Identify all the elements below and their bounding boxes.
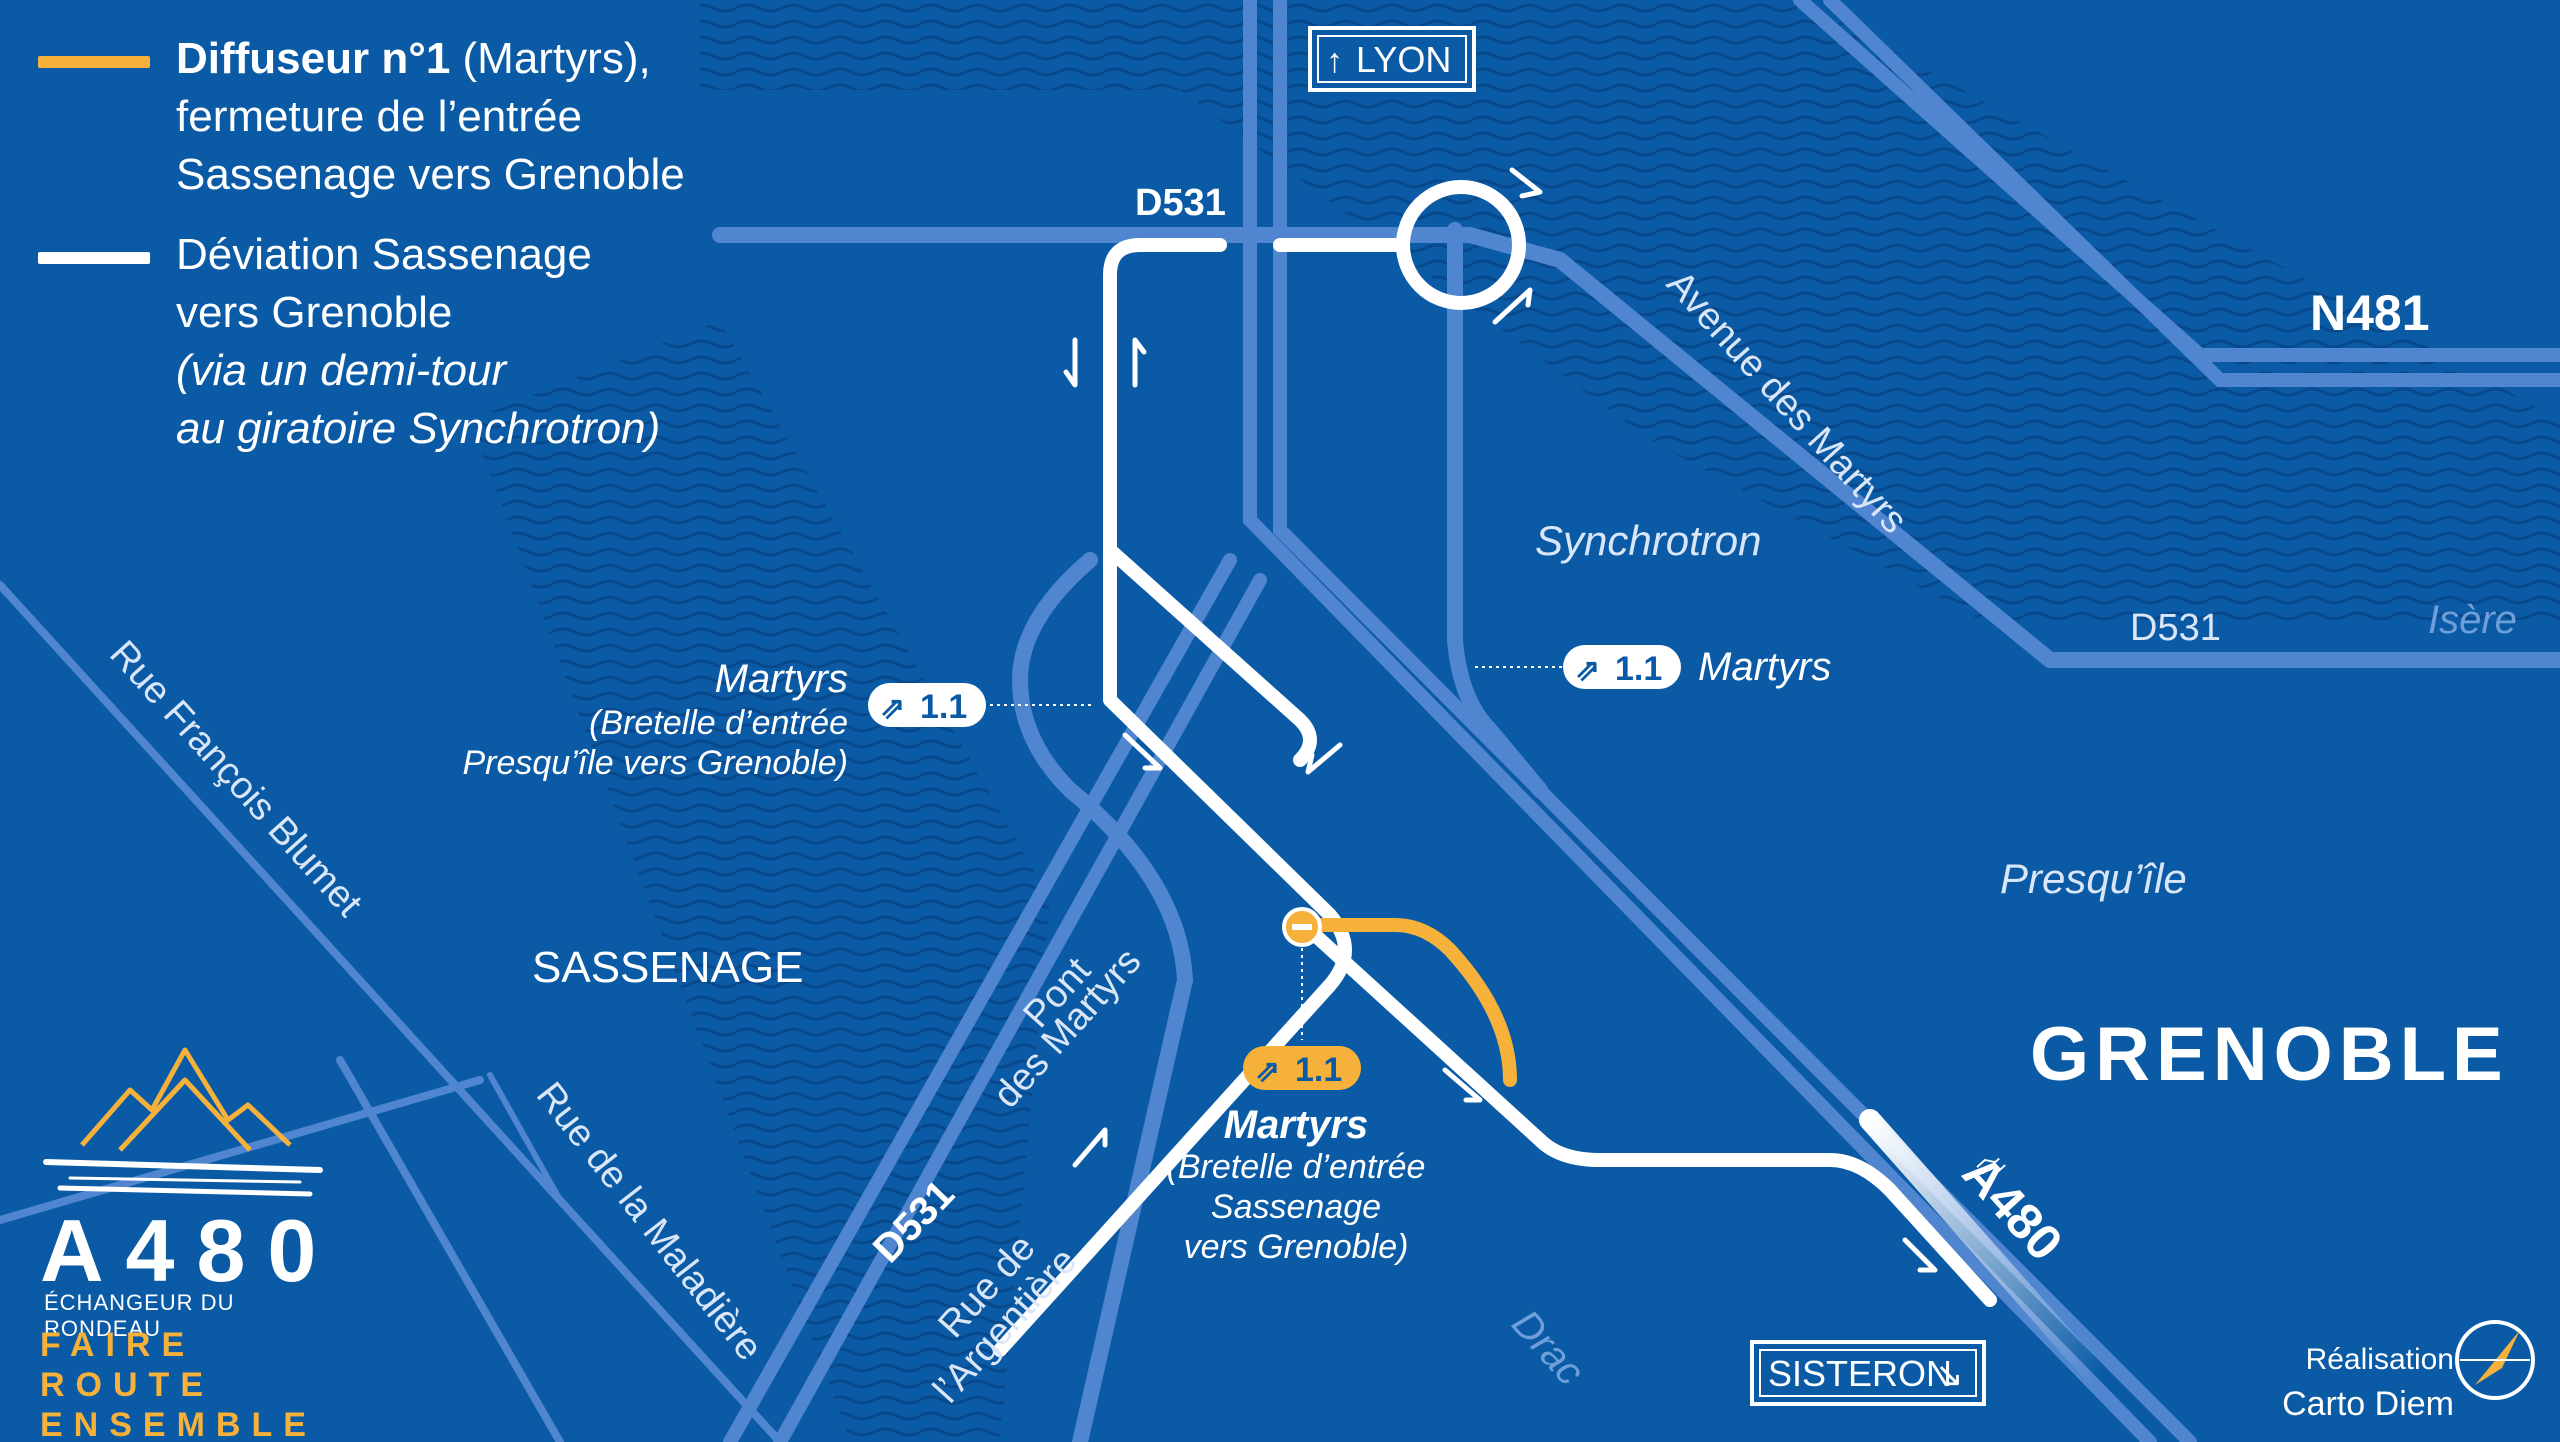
legend-closure-rest: (Martyrs), bbox=[450, 34, 651, 83]
exit-center-line2: (Bretelle d’entrée bbox=[1167, 1148, 1426, 1186]
legend: Diffuseur n°1 (Martyrs), fermeture de l’… bbox=[38, 30, 685, 480]
legend-swatch-white bbox=[38, 252, 150, 264]
n481-road bbox=[1793, 0, 2560, 387]
sign-lyon: ↑ LYON bbox=[1308, 26, 1476, 92]
exit-center-line4: vers Grenoble) bbox=[1184, 1228, 1409, 1266]
label-d531-top: D531 bbox=[1135, 182, 1226, 224]
exit-badge-center: ⇗ 1.1 bbox=[1243, 1046, 1361, 1090]
down-right-arrow-icon: ↘ bbox=[1935, 1356, 1964, 1394]
credit-name: Carto Diem bbox=[2282, 1385, 2454, 1423]
exit-center-name: Martyrs bbox=[1224, 1103, 1369, 1147]
exit-badge-right: ⇗ 1.1 bbox=[1563, 645, 1681, 689]
exit-left-line3: Presqu’île vers Grenoble) bbox=[462, 744, 848, 782]
legend-detour-line1: Déviation Sassenage bbox=[176, 230, 592, 279]
exit-number-center: 1.1 bbox=[1295, 1051, 1342, 1089]
svg-text:⇗: ⇗ bbox=[1575, 654, 1600, 687]
legend-swatch-orange bbox=[38, 56, 150, 68]
exit-number-left: 1.1 bbox=[920, 688, 967, 726]
credit-label: Réalisation bbox=[2305, 1343, 2454, 1376]
exit-badge-left: ⇗ 1.1 bbox=[868, 683, 986, 727]
svg-text:⇗: ⇗ bbox=[1255, 1055, 1280, 1088]
detour-route bbox=[993, 238, 1997, 1357]
legend-closure-line3: Sassenage vers Grenoble bbox=[176, 150, 685, 199]
river-drac bbox=[470, 320, 1050, 1442]
legend-item-detour: Déviation Sassenage vers Grenoble (via u… bbox=[38, 226, 685, 458]
label-sassenage: SASSENAGE bbox=[532, 943, 803, 992]
up-arrow-icon: ↑ bbox=[1326, 42, 1343, 80]
streets bbox=[0, 222, 2560, 1442]
credit: Réalisation Carto Diem bbox=[2282, 1338, 2454, 1426]
label-d531-right: D531 bbox=[2130, 607, 2221, 649]
direction-arrows bbox=[1063, 167, 1938, 1273]
road-logo-icon bbox=[43, 1159, 323, 1197]
exit-left-line2: (Bretelle d’entrée bbox=[589, 704, 848, 742]
legend-closure-line2: fermeture de l’entrée bbox=[176, 92, 582, 141]
legend-closure-bold: Diffuseur n°1 bbox=[176, 34, 451, 83]
label-isere: Isère bbox=[2428, 598, 2517, 642]
brand-title: A480 bbox=[40, 1201, 339, 1300]
exit-number-right: 1.1 bbox=[1615, 650, 1662, 688]
sign-sisteron: SISTERON ↘ bbox=[1750, 1340, 1986, 1406]
brand-slogan: FAIRE ROUTE ENSEMBLE bbox=[40, 1325, 340, 1442]
closure-icon bbox=[1282, 907, 1322, 947]
mountain-logo-icon bbox=[80, 1047, 292, 1152]
exit-right-name: Martyrs bbox=[1698, 645, 1831, 689]
brand-slogan-2: ENSEMBLE bbox=[40, 1406, 317, 1442]
label-synchrotron: Synchrotron bbox=[1535, 517, 1761, 564]
label-drac: Drac bbox=[1503, 1302, 1592, 1394]
label-grenoble: GRENOBLE bbox=[2030, 1012, 2509, 1097]
exit-left-name: Martyrs bbox=[715, 657, 848, 701]
brand-slogan-1: FAIRE ROUTE bbox=[40, 1326, 214, 1404]
exit-labels: Martyrs (Bretelle d’entrée Presqu’île ve… bbox=[462, 645, 1831, 1266]
legend-detour-line2: vers Grenoble bbox=[176, 288, 453, 337]
sign-sisteron-label: SISTERON bbox=[1768, 1353, 1952, 1394]
a480-highlight bbox=[1859, 1109, 2111, 1391]
legend-item-closure: Diffuseur n°1 (Martyrs), fermeture de l’… bbox=[38, 30, 685, 204]
legend-detour-line4: au giratoire Synchrotron) bbox=[176, 404, 661, 453]
roundabout-synchrotron bbox=[1396, 180, 1526, 310]
sign-lyon-label: LYON bbox=[1356, 39, 1451, 80]
carto-diem-logo-icon bbox=[2455, 1320, 2535, 1400]
label-n481: N481 bbox=[2310, 285, 2430, 341]
label-rue-blumet: Rue François Blumet bbox=[101, 633, 370, 925]
exit-leaders bbox=[990, 666, 1562, 1040]
label-presquile: Presqu’île bbox=[2000, 855, 2187, 902]
closed-ramp bbox=[1298, 918, 1517, 1087]
svg-text:⇗: ⇗ bbox=[880, 692, 905, 725]
exit-center-line3: Sassenage bbox=[1211, 1188, 1381, 1226]
brand-subtitle: ÉCHANGEUR DU RONDEAU bbox=[44, 1290, 235, 1341]
legend-detour-line3: (via un demi-tour bbox=[176, 346, 507, 395]
